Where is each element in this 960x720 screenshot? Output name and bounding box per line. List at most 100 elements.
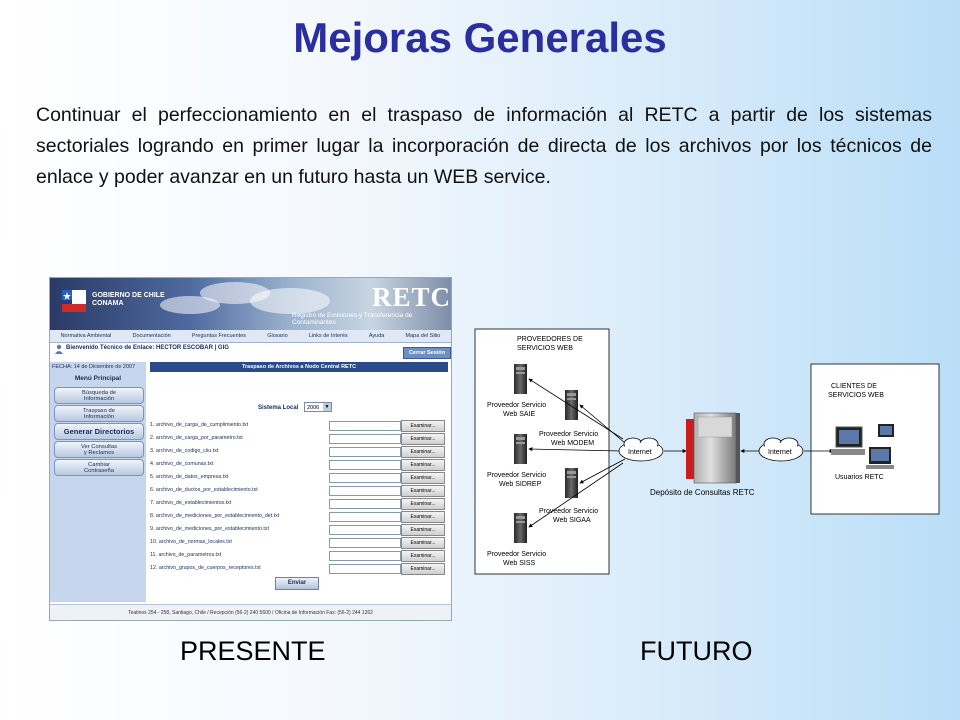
nav-item[interactable]: Glosario xyxy=(267,333,288,339)
cloud-shape xyxy=(250,288,330,314)
file-path-input[interactable] xyxy=(329,564,401,574)
file-path-input[interactable] xyxy=(329,551,401,561)
file-path-input[interactable] xyxy=(329,538,401,548)
file-name: 6. archivo_de_ductos_por_establecimiento… xyxy=(150,487,258,493)
providers-box xyxy=(474,328,610,575)
examinar-button[interactable]: Examinar... xyxy=(401,550,445,562)
examinar-button[interactable]: Examinar... xyxy=(401,485,445,497)
examinar-button[interactable]: Examinar... xyxy=(401,433,445,445)
gov-line1: GOBIERNO DE CHILE xyxy=(92,292,165,299)
sistema-local-label: Sistema Local xyxy=(258,405,299,411)
examinar-button[interactable]: Examinar... xyxy=(401,498,445,510)
menu-label: Búsqueda de xyxy=(81,389,117,396)
provider-label: Web SAIE xyxy=(503,411,535,418)
content-title: Traspaso de Archivos a Nodo Central RETC xyxy=(150,362,448,372)
link-arrow xyxy=(528,462,624,528)
enviar-button[interactable]: Enviar xyxy=(275,577,319,590)
examinar-button[interactable]: Examinar... xyxy=(401,537,445,549)
menu-generar-directorios-button[interactable]: Generar Directorios xyxy=(54,423,144,440)
nav-item[interactable]: Links de Interés xyxy=(308,333,348,339)
clients-title-2: SERVICIOS WEB xyxy=(828,392,884,399)
examinar-button[interactable]: Examinar... xyxy=(401,459,445,471)
provider-label: Proveedor Servicio xyxy=(539,431,598,438)
caption-presente: PRESENTE xyxy=(180,636,326,666)
menu-label: Generar Directorios xyxy=(63,426,135,436)
nav-item[interactable]: Normativa Ambiental xyxy=(60,333,112,339)
welcome-text: Bienvenido Técnico de Enlace: HECTOR ESC… xyxy=(66,345,229,351)
examinar-button[interactable]: Examinar... xyxy=(401,420,445,432)
file-path-input[interactable] xyxy=(329,525,401,535)
users-label: Usuarios RETC xyxy=(835,474,884,481)
file-path-input[interactable] xyxy=(329,512,401,522)
file-row: 8. archivo_de_mediciones_por_establecimi… xyxy=(150,511,448,523)
providers-title-1: PROVEEDORES DE xyxy=(517,336,583,343)
examinar-button[interactable]: Examinar... xyxy=(401,472,445,484)
examinar-button[interactable]: Examinar... xyxy=(401,563,445,575)
file-name: 9. archivo_de_mediciones_por_establecimi… xyxy=(150,526,269,532)
cloud-shape xyxy=(160,296,220,314)
nav-item[interactable]: Mapa del Sitio xyxy=(405,333,441,339)
file-path-input[interactable] xyxy=(329,460,401,470)
file-row: 6. archivo_de_ductos_por_establecimiento… xyxy=(150,485,448,497)
slide-title: Mejoras Generales xyxy=(293,14,667,61)
gobierno-logo-icon xyxy=(62,290,86,312)
footer-text: Teatinos 254 - 258, Santiago, Chile / Re… xyxy=(50,604,451,620)
file-path-input[interactable] xyxy=(329,421,401,431)
nav-item[interactable]: Documentación xyxy=(132,333,171,339)
server-modem-icon xyxy=(565,390,578,420)
clients-title-1: CLIENTES DE xyxy=(831,383,877,390)
menu-label: Ver Consultas xyxy=(80,443,118,450)
futuro-diagram: PROVEEDORES DE SERVICIOS WEB CLIENTES DE… xyxy=(474,328,940,575)
provider-label: Proveedor Servicio xyxy=(539,508,598,515)
file-path-input[interactable] xyxy=(329,499,401,509)
clients-box xyxy=(810,363,940,515)
server-sigaa-icon xyxy=(565,468,578,498)
provider-label: Web SIDREP xyxy=(499,481,542,488)
examinar-button[interactable]: Examinar... xyxy=(401,511,445,523)
top-navbar: Normativa Ambiental Documentación Pregun… xyxy=(50,330,451,343)
fecha-text: FECHA: 14 de Diciembre de 2007 xyxy=(52,364,136,370)
file-path-input[interactable] xyxy=(329,473,401,483)
file-path-input[interactable] xyxy=(329,434,401,444)
menu-title: Menú Principal xyxy=(74,375,122,382)
examinar-button[interactable]: Examinar... xyxy=(401,524,445,536)
retc-banner: GOBIERNO DE CHILE CONAMA RETC Registro d… xyxy=(50,278,451,330)
file-path-input[interactable] xyxy=(329,486,401,496)
computer-icon xyxy=(831,426,865,455)
cerrar-sesion-button[interactable]: Cerrar Sesión xyxy=(403,347,451,359)
sistema-local-select[interactable]: 2006 ▼ xyxy=(304,402,332,412)
examinar-button[interactable]: Examinar... xyxy=(401,446,445,458)
computer-icon xyxy=(866,447,894,469)
link-arrow xyxy=(528,378,624,440)
file-name: 5. archivo_de_datos_empresa.txt xyxy=(150,474,229,480)
menu-label: Información xyxy=(83,413,115,420)
file-path-input[interactable] xyxy=(329,447,401,457)
file-row: 1. archivo_de_carga_de_cumplimiento.txt E… xyxy=(150,420,448,432)
menu-label: Información xyxy=(83,395,115,402)
server-label: Depósito de Consultas RETC xyxy=(650,488,755,497)
file-name: 8. archivo_de_mediciones_por_establecimi… xyxy=(150,513,280,519)
computer-icon xyxy=(878,424,894,437)
file-name: 10. archivo_de_normas_locales.txt xyxy=(150,539,232,545)
retc-logo-text: RETC xyxy=(372,282,452,312)
file-name: 4. archivo_de_comunas.txt xyxy=(150,461,214,467)
menu-label: Traspaso de xyxy=(82,407,115,414)
file-row: 12. archivo_grupos_de_cuerpos_receptores… xyxy=(150,563,448,575)
menu-label: Cambiar xyxy=(88,461,110,468)
internet-label: Internet xyxy=(768,449,792,456)
sistema-local-value: 2006 xyxy=(307,405,320,411)
file-row: 9. archivo_de_mediciones_por_establecimi… xyxy=(150,524,448,536)
provider-label: Web MODEM xyxy=(551,440,594,447)
nav-item[interactable]: Preguntas Frecuentes xyxy=(191,333,247,339)
internet-cloud-icon xyxy=(758,437,804,462)
file-name: 1. archivo_de_carga_de_cumplimiento.txt xyxy=(150,422,249,428)
provider-label: Web SISS xyxy=(503,560,535,567)
nav-item[interactable]: Ayuda xyxy=(368,333,385,339)
sidebar: FECHA: 14 de Diciembre de 2007 Menú Prin… xyxy=(50,362,146,602)
